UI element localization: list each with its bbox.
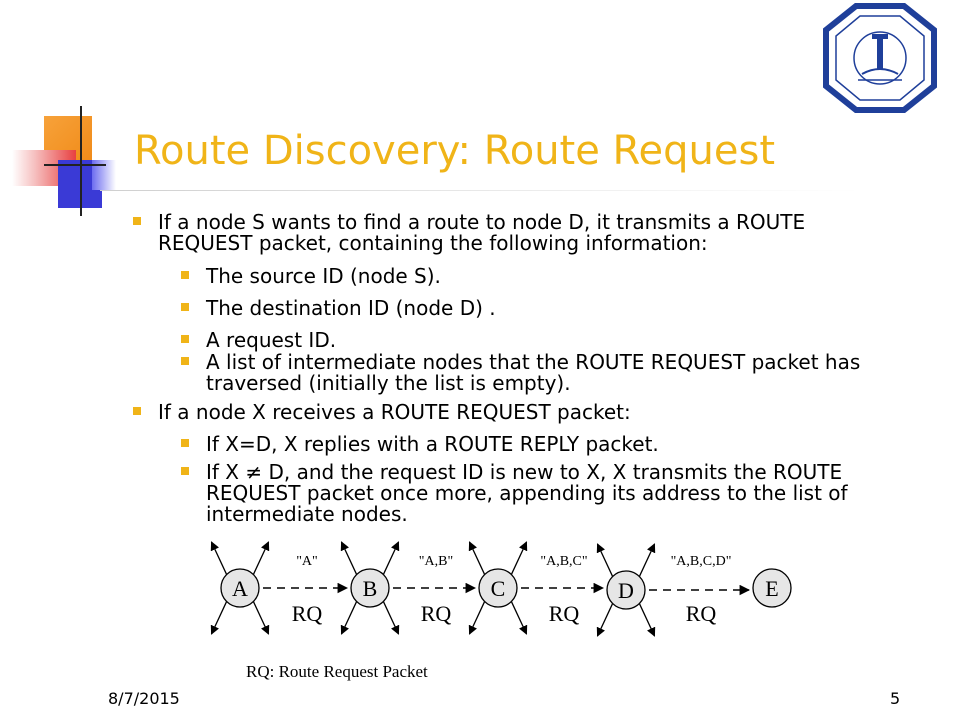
decor-vertical-line [80,106,82,216]
node-label: A [232,576,248,601]
bullet-marker [181,335,189,343]
node-label: C [491,576,506,601]
footer-date: 8/7/2015 [108,689,180,708]
bullet-marker [181,439,189,447]
sub-bullet-route-reply: If X=D, X replies with a ROUTE REPLY pac… [181,432,866,456]
bullet-text: The source ID (node S). [206,264,441,288]
sub-bullet-intermediate-list: A list of intermediate nodes that the RO… [181,350,866,395]
slide-title: Route Discovery: Route Request [134,128,776,174]
page-number: 5 [890,689,901,708]
bullet-text: If a node X receives a ROUTE REQUEST pac… [158,400,631,424]
node-b [350,568,390,608]
bullet-marker [181,357,189,365]
diagram-caption: RQ: Route Request Packet [246,662,428,681]
rq-label: RQ [686,601,717,626]
node-e [752,568,792,608]
bullet-route-request-intro: If a node S wants to find a route to nod… [133,210,858,255]
path-list-label: "A" [296,554,318,569]
path-list-label: "A,B,C" [540,554,587,569]
bullet-marker [133,407,141,415]
bullet-text: If X ≠ D, and the request ID is new to X… [206,460,848,526]
broadcast-arrow [596,603,614,637]
sub-bullet-request-id: A request ID. [181,328,866,352]
path-list-label: "A,B" [419,554,453,569]
path-list-label: "A,B,C,D" [671,554,732,569]
broadcast-arrow [382,541,400,575]
rq-label: RQ [549,601,580,626]
bullet-marker [181,467,189,475]
node-c [478,568,518,608]
node-label: B [363,576,378,601]
university-logo [800,0,960,116]
broadcast-arrow [340,601,358,635]
broadcast-arrow [638,603,656,637]
rq-label: RQ [421,601,452,626]
node-label: E [765,576,778,601]
broadcast-arrow [468,601,486,635]
sub-bullet-source-id: The source ID (node S). [181,264,866,288]
broadcast-arrow [210,601,228,635]
broadcast-arrow [510,541,528,575]
bullet-text: A request ID. [206,328,337,352]
node-a [220,568,260,608]
decor-horizontal-line [44,164,106,166]
title-underline [100,190,860,191]
broadcast-arrow [468,541,486,575]
sub-bullet-destination-id: The destination ID (node D) . [181,296,866,320]
node-d [606,570,646,610]
broadcast-arrow [510,601,528,635]
broadcast-arrow [638,543,656,577]
broadcast-arrow [340,541,358,575]
broadcast-arrow [210,541,228,575]
bullet-text: If X=D, X replies with a ROUTE REPLY pac… [206,432,659,456]
sub-bullet-rebroadcast: If X ≠ D, and the request ID is new to X… [181,460,866,526]
broadcast-arrow [382,601,400,635]
node-label: D [618,578,634,603]
rq-label: RQ [292,601,323,626]
bullet-text: The destination ID (node D) . [206,296,496,320]
bullet-node-receives: If a node X receives a ROUTE REQUEST pac… [133,400,858,424]
bullet-text: A list of intermediate nodes that the RO… [206,350,861,395]
bullet-marker [133,217,141,225]
broadcast-arrow [252,541,270,575]
broadcast-arrow [252,601,270,635]
route-request-diagram: "A" RQ "A,B" RQ "A,B,C" RQ "A,B,C,D" RQ A B C D E R… [180,530,800,700]
bullet-marker [181,303,189,311]
broadcast-arrow [596,543,614,577]
bullet-marker [181,271,189,279]
bullet-text: If a node S wants to find a route to nod… [158,210,806,255]
